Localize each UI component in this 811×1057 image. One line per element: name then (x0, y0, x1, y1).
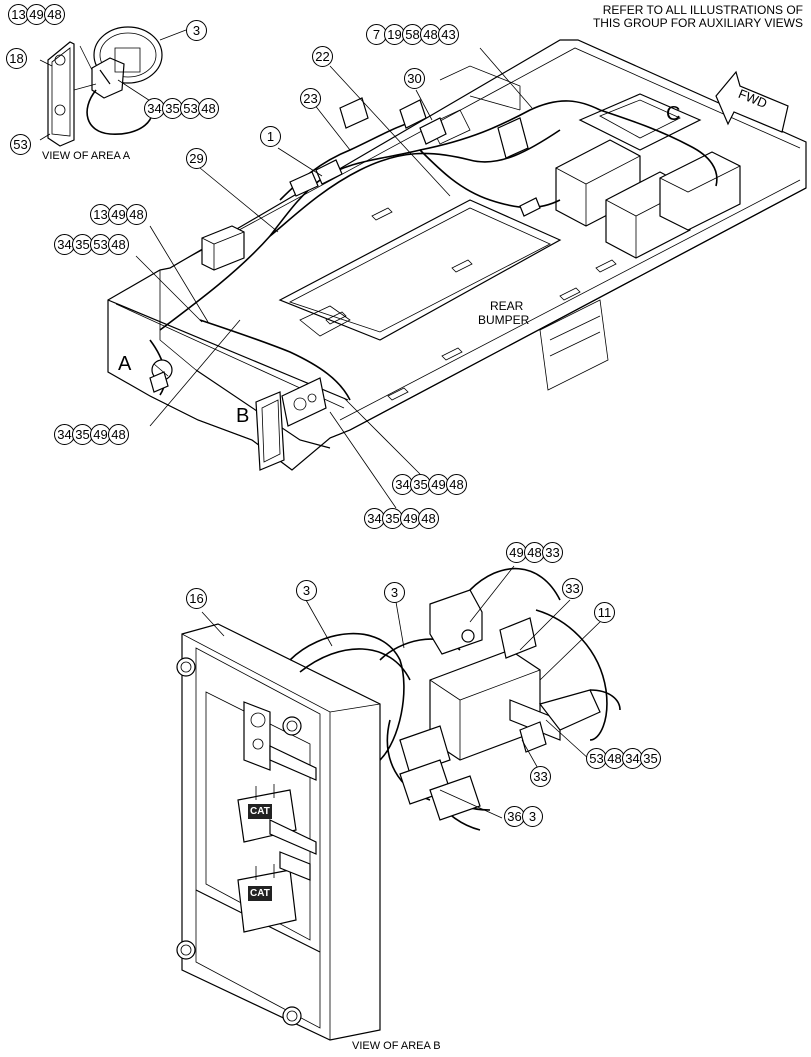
header-note-line-1: REFER TO ALL ILLUSTRATIONS OF (602, 3, 803, 17)
callout-number: 48 (108, 234, 129, 255)
callout-34-35-49-48-left: 34 35 49 48 (54, 424, 129, 445)
callout-number: 33 (562, 578, 583, 599)
callout-34-35-49-48-right-1: 34 35 49 48 (392, 474, 467, 495)
main-assembly-artwork (107, 39, 807, 471)
callout-number: 48 (418, 508, 439, 529)
callout-number: 13 (8, 4, 29, 25)
callout-number: 48 (44, 4, 65, 25)
callout-number: 53 (586, 748, 607, 769)
callout-number: 49 (400, 508, 421, 529)
callout-34-35-49-48-right-2: 34 35 49 48 (364, 508, 439, 529)
callout-number: 53 (10, 134, 31, 155)
rear-bumper-label-line-2: BUMPER (478, 313, 530, 327)
callout-number: 30 (404, 68, 425, 89)
callout-34-35-53-48-mid: 34 35 53 48 (54, 234, 129, 255)
callout-number: 3 (186, 20, 207, 41)
callout-number: 29 (186, 148, 207, 169)
callout-number: 43 (438, 24, 459, 45)
callout-number: 7 (366, 24, 387, 45)
callout-3-b2: 3 (384, 582, 405, 603)
callout-number: 34 (54, 234, 75, 255)
callout-number: 34 (364, 508, 385, 529)
callout-11: 11 (594, 602, 615, 623)
callout-53-48-34-35: 53 48 34 35 (586, 748, 661, 769)
view-a-artwork (47, 26, 163, 147)
callout-number: 34 (622, 748, 643, 769)
callout-number: 33 (530, 766, 551, 787)
callout-number: 48 (108, 424, 129, 445)
view-b-artwork (176, 567, 621, 1041)
callout-34-35-53-48-top: 34 35 53 48 (144, 98, 219, 119)
callout-number: 22 (312, 46, 333, 67)
leader-lines (39, 29, 533, 509)
callout-53: 53 (10, 134, 31, 155)
rear-bumper-label-line-1: REAR (490, 299, 524, 313)
callout-number: 33 (542, 542, 563, 563)
callout-number: 49 (108, 204, 129, 225)
callout-number: 49 (506, 542, 527, 563)
callout-number: 49 (26, 4, 47, 25)
callout-number: 16 (186, 588, 207, 609)
callout-3-b1: 3 (296, 580, 317, 601)
callout-13-49-48-mid: 13 49 48 (90, 204, 147, 225)
callout-36-3: 36 3 (504, 806, 543, 827)
callout-number: 49 (90, 424, 111, 445)
lock-brand-lower: CAT (248, 886, 272, 901)
callout-number: 23 (300, 88, 321, 109)
callout-3-top: 3 (186, 20, 207, 41)
area-a-marker: A (118, 353, 132, 375)
callout-23: 23 (300, 88, 321, 109)
area-b-marker: B (236, 405, 250, 427)
callout-number: 34 (392, 474, 413, 495)
view-b-leaders (201, 565, 603, 819)
callout-29: 29 (186, 148, 207, 169)
callout-7-19-58-48-43: 7 19 58 48 43 (366, 24, 459, 45)
callout-number: 1 (260, 126, 281, 147)
callout-number: 48 (446, 474, 467, 495)
callout-number: 48 (126, 204, 147, 225)
view-a-caption: VIEW OF AREA A (42, 150, 131, 162)
view-b-caption: VIEW OF AREA B (352, 1040, 441, 1052)
callout-number: 58 (402, 24, 423, 45)
callout-16: 16 (186, 588, 207, 609)
area-c-marker: C (666, 103, 681, 125)
callout-13-49-48-top: 13 49 48 (8, 4, 65, 25)
header-note-line-2: THIS GROUP FOR AUXILIARY VIEWS (592, 16, 803, 30)
callout-18: 18 (6, 48, 27, 69)
callout-number: 35 (410, 474, 431, 495)
callout-49-48-33: 49 48 33 (506, 542, 563, 563)
callout-number: 3 (296, 580, 317, 601)
callout-33-a: 33 (562, 578, 583, 599)
callout-number: 48 (198, 98, 219, 119)
callout-number: 3 (384, 582, 405, 603)
callout-1: 1 (260, 126, 281, 147)
callout-number: 13 (90, 204, 111, 225)
callout-number: 18 (6, 48, 27, 69)
callout-number: 3 (522, 806, 543, 827)
callout-30: 30 (404, 68, 425, 89)
callout-33-b: 33 (530, 766, 551, 787)
callout-number: 48 (604, 748, 625, 769)
callout-number: 35 (640, 748, 661, 769)
header-note: REFER TO ALL ILLUSTRATIONS OF THIS GROUP… (593, 4, 803, 30)
callout-22: 22 (312, 46, 333, 67)
lock-brand-upper: CAT (248, 804, 272, 819)
callout-number: 48 (524, 542, 545, 563)
callout-number: 11 (594, 602, 615, 623)
